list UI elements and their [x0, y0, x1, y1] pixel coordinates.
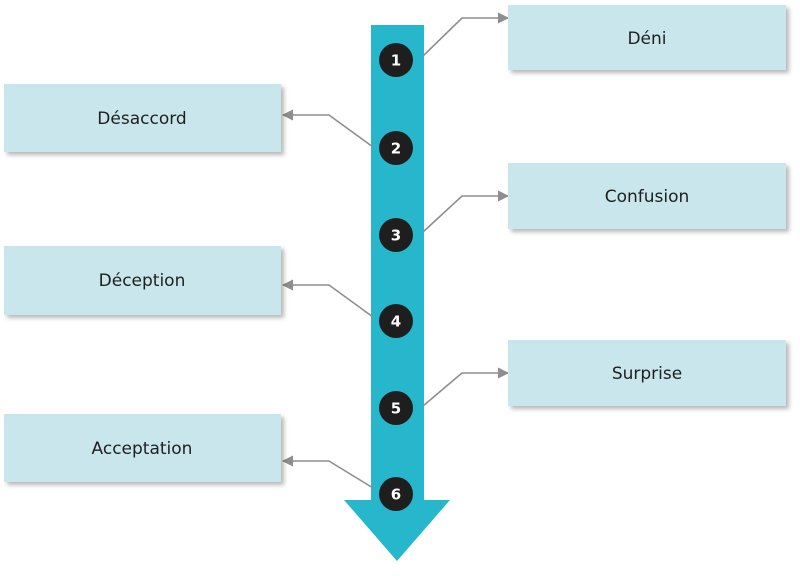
step-marker-3: 3	[379, 218, 413, 252]
connector-2	[281, 109, 374, 148]
step-marker-2: 2	[379, 131, 413, 165]
step-marker-5: 5	[379, 391, 413, 425]
stage-box-3: Confusion	[508, 163, 786, 229]
connector-1	[422, 12, 510, 57]
stage-label-5: Surprise	[612, 364, 682, 384]
step-number-2: 2	[391, 140, 401, 158]
stage-label-1: Déni	[627, 29, 666, 49]
connector-4	[281, 279, 374, 318]
step-marker-6: 6	[379, 477, 413, 511]
step-number-3: 3	[391, 227, 401, 245]
connector-6	[281, 455, 374, 489]
stage-label-3: Confusion	[605, 187, 690, 207]
connector-5	[422, 367, 510, 407]
step-number-6: 6	[391, 486, 401, 504]
stage-box-1: Déni	[508, 5, 786, 70]
stage-label-4: Déception	[99, 271, 186, 291]
step-marker-1: 1	[379, 43, 413, 77]
stage-label-6: Acceptation	[92, 439, 193, 459]
step-number-4: 4	[391, 313, 401, 331]
stage-label-2: Désaccord	[97, 109, 186, 129]
stage-box-5: Surprise	[508, 340, 786, 406]
timeline-arrow	[344, 25, 450, 561]
stage-box-6: Acceptation	[4, 414, 281, 482]
stage-box-2: Désaccord	[4, 84, 281, 152]
step-marker-4: 4	[379, 304, 413, 338]
step-number-1: 1	[391, 52, 401, 70]
connector-3	[422, 190, 510, 233]
step-number-5: 5	[391, 400, 401, 418]
stage-box-4: Déception	[4, 246, 281, 315]
